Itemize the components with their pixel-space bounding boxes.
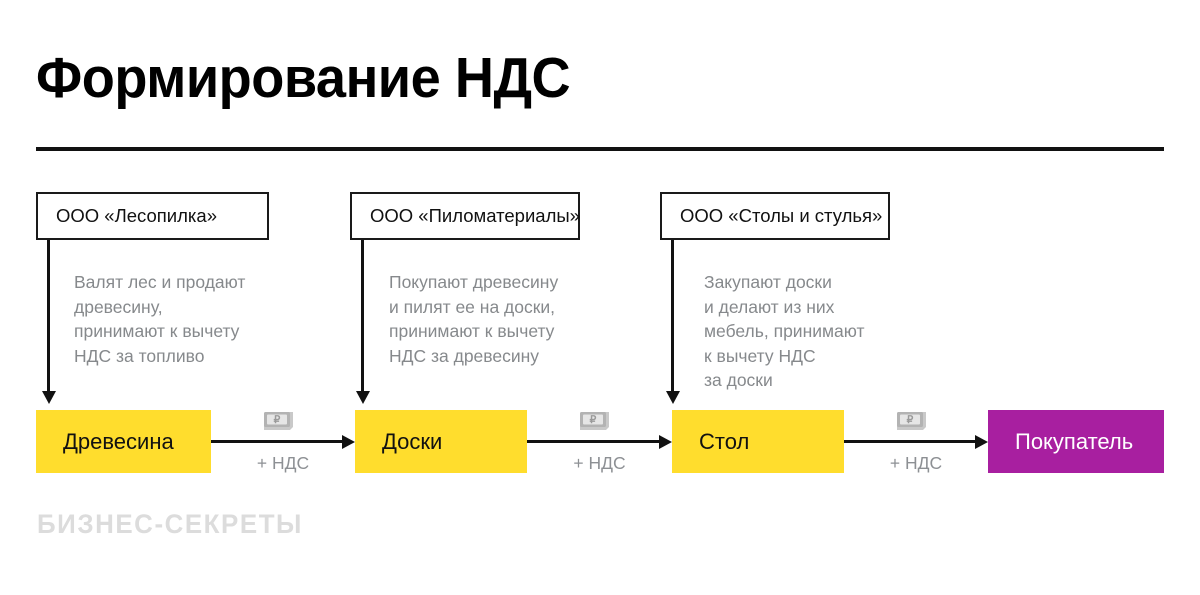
svg-text:₽: ₽ (274, 414, 281, 426)
arrow-head-icon (355, 391, 370, 404)
arrow-shaft (527, 439, 660, 443)
company-box-furniture: ООО «Столы и стулья» (660, 192, 890, 240)
arrow-right-table-to-buyer (844, 434, 988, 449)
arrow-shaft (211, 439, 343, 443)
arrow-shaft (361, 240, 364, 392)
ruble-banknote-icon: ₽ (262, 408, 296, 433)
flow-node-label: Доски (382, 428, 443, 454)
company-name: ООО «Пиломатериалы» (370, 205, 580, 226)
flow-node-label: Стол (699, 428, 750, 454)
company-name: ООО «Лесопилка» (56, 205, 217, 226)
company-description-furniture: Закупают доски и делают из них мебель, п… (704, 272, 865, 390)
company-box-lumber: ООО «Пиломатериалы» (350, 192, 580, 240)
company-description-sawmill: Валят лес и продают древесину, принимают… (74, 272, 246, 366)
arrow-down-lumber-to-boards (355, 240, 371, 404)
arrow-head-icon (41, 391, 56, 404)
flow-node-buyer: Покупатель (988, 410, 1164, 473)
arrow-head-icon (975, 434, 988, 449)
company-box-sawmill: ООО «Лесопилка» (36, 192, 269, 240)
vat-caption-table-to-buyer: + НДС (889, 453, 943, 473)
arrow-shaft (47, 240, 50, 392)
page-title: Формирование НДС (36, 46, 571, 110)
vat-caption-boards-to-table: + НДС (573, 453, 626, 473)
flow-node-timber: Древесина (36, 410, 211, 473)
header-divider (36, 147, 1164, 151)
svg-text:₽: ₽ (590, 414, 597, 426)
arrow-head-icon (342, 434, 355, 449)
flow-node-table: Стол (672, 410, 844, 473)
arrow-shaft (671, 240, 674, 392)
flow-node-label: Древесина (63, 428, 174, 454)
svg-text:₽: ₽ (907, 414, 914, 426)
arrow-shaft (844, 439, 976, 443)
ruble-banknote-icon: ₽ (578, 408, 612, 433)
vat-caption-timber-to-boards: + НДС (256, 453, 310, 473)
company-description-lumber: Покупают древесину и пилят ее на доски, … (389, 272, 559, 366)
ruble-banknote-icon: ₽ (895, 408, 929, 433)
brand-watermark: БИЗНЕС-СЕКРЕТЫ (37, 509, 303, 539)
arrow-down-furniture-to-table (665, 240, 681, 404)
arrow-down-sawmill-to-timber (41, 240, 57, 404)
arrow-right-boards-to-table (527, 434, 672, 449)
arrow-right-timber-to-boards (211, 434, 355, 449)
arrow-head-icon (659, 434, 672, 449)
flow-node-label: Покупатель (1015, 428, 1134, 454)
arrow-head-icon (665, 391, 680, 404)
flow-node-boards: Доски (355, 410, 527, 473)
company-name: ООО «Столы и стулья» (680, 205, 883, 226)
